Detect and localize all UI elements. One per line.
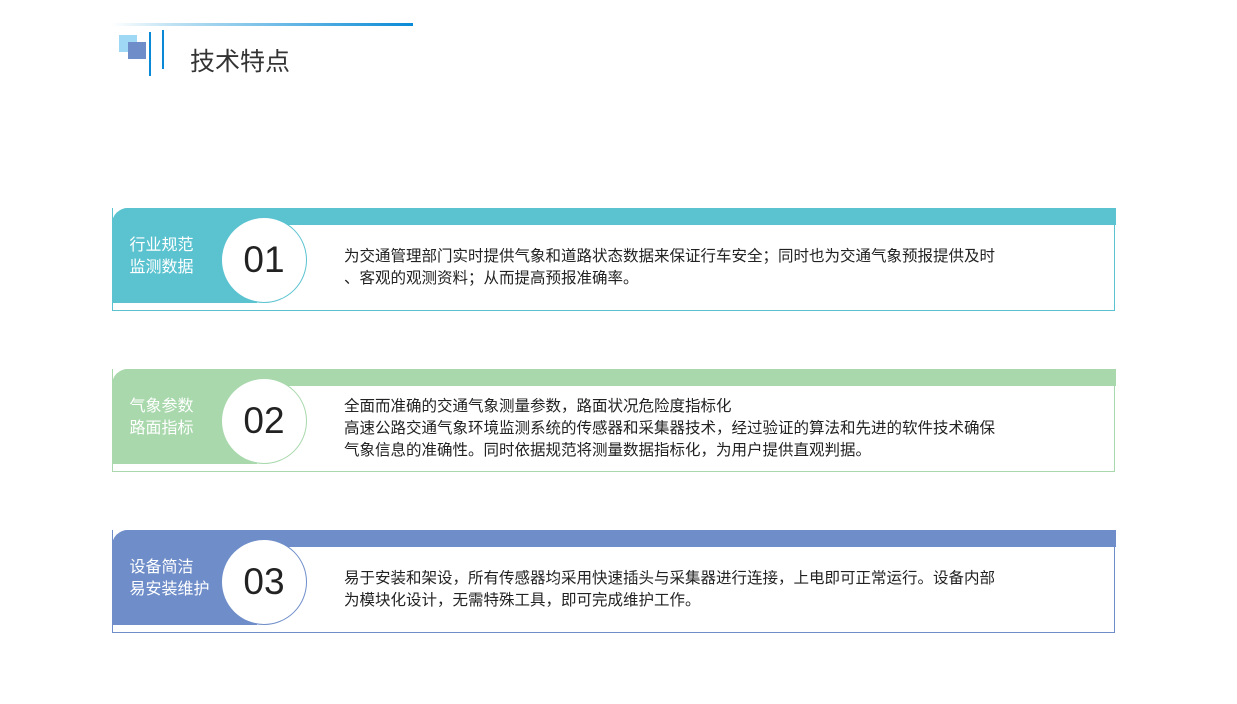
- card-label: 行业规范 监测数据: [130, 234, 194, 278]
- card-label-line: 易安装维护: [129, 579, 210, 598]
- card-number: 03: [243, 561, 285, 602]
- card-number-badge: 03: [221, 539, 307, 625]
- card-label-line: 路面指标: [129, 418, 194, 437]
- card-top-strip: [111, 369, 1116, 386]
- card-description: 全面而准确的交通气象测量参数，路面状况危险度指标化高速公路交通气象环境监测系统的…: [344, 395, 1104, 461]
- card-top-strip: [111, 208, 1116, 225]
- card-label: 气象参数 路面指标: [130, 395, 194, 439]
- card-top-strip: [111, 530, 1116, 547]
- card-label: 设备简洁 易安装维护: [130, 556, 210, 600]
- feature-card: 行业规范 监测数据 01 为交通管理部门实时提供气象和道路状态数据来保证行车安全…: [111, 208, 1116, 311]
- header-divider: [162, 30, 164, 69]
- feature-card: 气象参数 路面指标 02 全面而准确的交通气象测量参数，路面状况危险度指标化高速…: [111, 369, 1116, 472]
- feature-card: 设备简洁 易安装维护 03 易于安装和架设，所有传感器均采用快速插头与采集器进行…: [111, 530, 1116, 633]
- description-line: 为交通管理部门实时提供气象和道路状态数据来保证行车安全；同时也为交通气象预报提供…: [344, 247, 996, 265]
- description-line: 全面而准确的交通气象测量参数，路面状况危险度指标化: [344, 397, 732, 415]
- card-number-badge: 01: [221, 217, 307, 303]
- description-line: 为模块化设计，无需特殊工具，即可完成维护工作。: [344, 591, 701, 609]
- description-line: 易于安装和架设，所有传感器均采用快速插头与采集器进行连接，上电即可正常运行。设备…: [344, 569, 996, 587]
- description-line: 气象信息的准确性。同时依据规范将测量数据指标化，为用户提供直观判据。: [344, 441, 872, 459]
- card-label-line: 气象参数: [129, 396, 194, 415]
- card-description: 易于安装和架设，所有传感器均采用快速插头与采集器进行连接，上电即可正常运行。设备…: [344, 567, 1104, 611]
- card-label-line: 设备简洁: [129, 557, 194, 576]
- header-accent-line: [112, 23, 413, 26]
- header-divider: [149, 32, 151, 76]
- card-label-line: 行业规范: [129, 235, 194, 254]
- card-number: 02: [243, 400, 285, 441]
- description-line: 、客观的观测资料；从而提高预报准确率。: [344, 269, 639, 287]
- card-number: 01: [243, 239, 285, 280]
- description-line: 高速公路交通气象环境监测系统的传感器和采集器技术，经过验证的算法和先进的软件技术…: [344, 419, 996, 437]
- card-number-badge: 02: [221, 378, 307, 464]
- card-label-line: 监测数据: [129, 257, 194, 276]
- card-description: 为交通管理部门实时提供气象和道路状态数据来保证行车安全；同时也为交通气象预报提供…: [344, 245, 1104, 289]
- page-title: 技术特点: [190, 47, 291, 76]
- header-logo-square-dark: [128, 42, 146, 59]
